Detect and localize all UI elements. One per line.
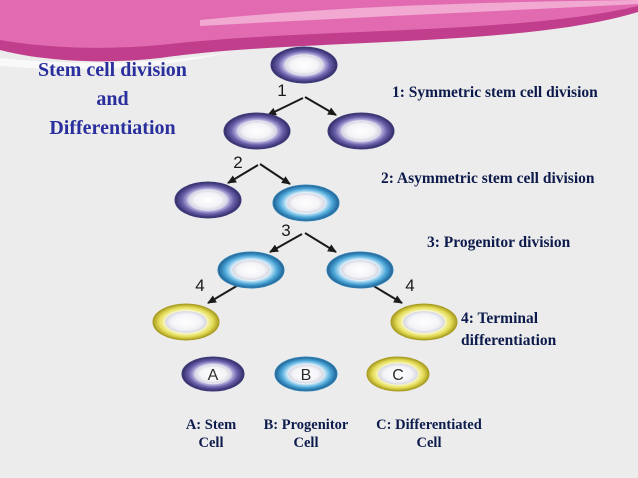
step-label-symmetric: 1: Symmetric stem cell division <box>392 84 598 101</box>
progenitor-cell <box>217 251 285 289</box>
legend-stem-cell: A <box>181 356 245 392</box>
legend-caption-stem-line-1: A: Stem <box>185 417 237 433</box>
header-banner <box>0 0 638 70</box>
legend-caption-differentiated-line-1: C: Differentiated <box>376 417 482 433</box>
arrow-4-right <box>371 284 403 304</box>
legend-letter-c: C <box>392 367 404 384</box>
legend-caption-progenitor-line-2: Cell <box>293 435 319 451</box>
arrow-1-right <box>304 96 337 116</box>
step-label-terminal-line-2: differentiation <box>461 332 557 349</box>
legend-caption-progenitor-line-1: B: Progenitor <box>263 417 349 433</box>
stem-cell <box>174 181 242 219</box>
title-line-3: Differentiation <box>49 117 176 139</box>
arrow-2-right <box>259 163 291 185</box>
progenitor-cell <box>272 184 340 222</box>
arrow-1-left <box>267 97 304 116</box>
marker-4-right: 4 <box>405 276 414 295</box>
differentiated-cell <box>390 303 458 341</box>
legend-caption-differentiated-line-2: Cell <box>416 435 442 451</box>
stem-cell <box>270 46 338 84</box>
progenitor-cell <box>326 251 394 289</box>
arrow-3-right <box>304 232 337 253</box>
legend-caption-differentiated: C: Differentiated Cell <box>366 416 492 452</box>
step-label-terminal-line-1: 4: Terminal <box>461 310 539 327</box>
marker-2: 2 <box>233 153 242 172</box>
step-label-asymmetric: 2: Asymmetric stem cell division <box>381 170 595 187</box>
step-markers: 1 2 3 4 4 <box>195 81 414 295</box>
legend: A B C <box>181 356 430 392</box>
step-label-progenitor-division: 3: Progenitor division <box>427 234 571 251</box>
marker-1: 1 <box>277 81 286 100</box>
page-title: Stem cell division and Differentiation <box>10 56 215 143</box>
legend-letter-a: A <box>208 367 219 384</box>
marker-4-left: 4 <box>195 276 204 295</box>
marker-3: 3 <box>281 221 290 240</box>
title-line-2: and <box>96 88 129 110</box>
legend-caption-progenitor: B: Progenitor Cell <box>256 416 356 452</box>
arrow-3-left <box>269 233 303 253</box>
legend-differentiated-cell: C <box>366 356 430 392</box>
stem-cell <box>327 112 395 150</box>
arrow-2-left <box>227 164 259 184</box>
legend-caption-stem-line-2: Cell <box>198 435 224 451</box>
stem-cell <box>223 112 291 150</box>
legend-progenitor-cell: B <box>274 356 338 392</box>
legend-letter-b: B <box>301 367 312 384</box>
differentiated-cell <box>152 303 220 341</box>
legend-caption-stem: A: Stem Cell <box>170 416 252 452</box>
title-line-1: Stem cell division <box>38 59 187 81</box>
arrow-4-left <box>207 283 241 304</box>
cells <box>152 46 458 341</box>
arrows <box>207 96 403 304</box>
